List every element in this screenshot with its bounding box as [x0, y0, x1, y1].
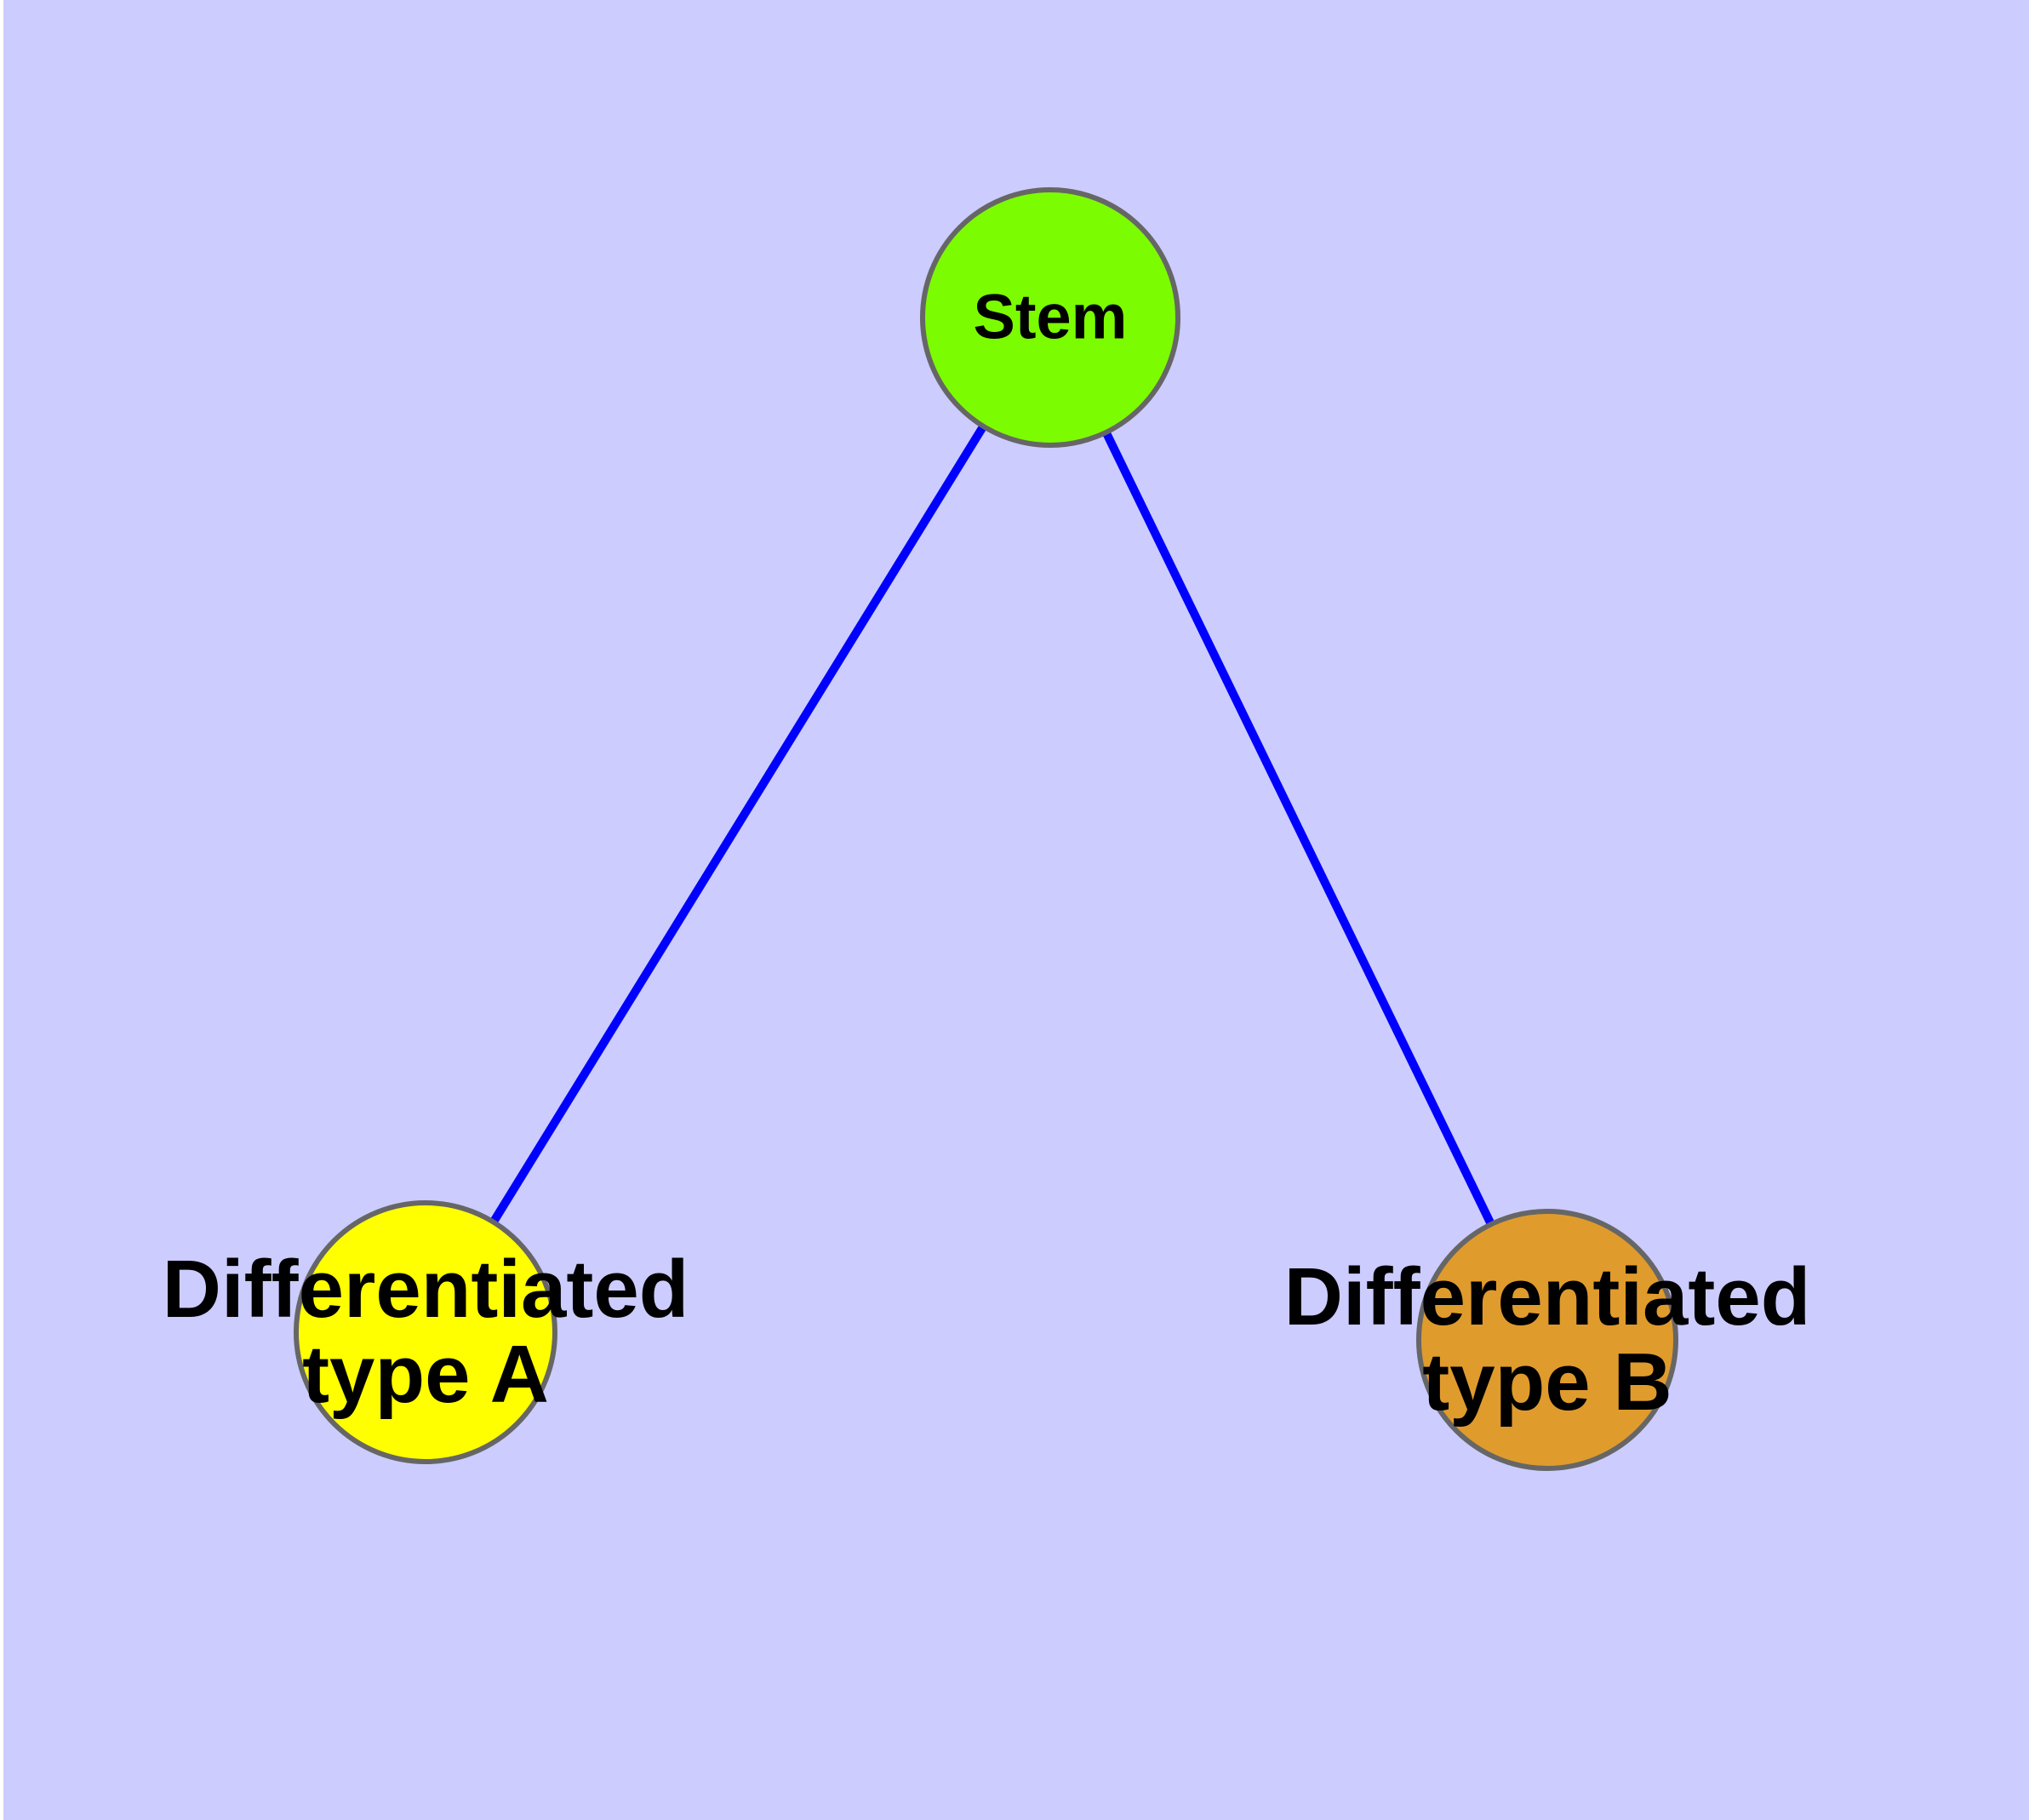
graph-node-stem[interactable]	[920, 187, 1180, 448]
graph-edge-stem-to-b[interactable]	[1100, 427, 1497, 1229]
nodes-group	[294, 187, 1678, 1471]
graph-node-diff-a[interactable]	[294, 1200, 557, 1464]
edges-group	[488, 421, 1497, 1229]
graph-edge-stem-to-a[interactable]	[488, 421, 989, 1228]
graph-node-diff-b[interactable]	[1416, 1209, 1678, 1471]
